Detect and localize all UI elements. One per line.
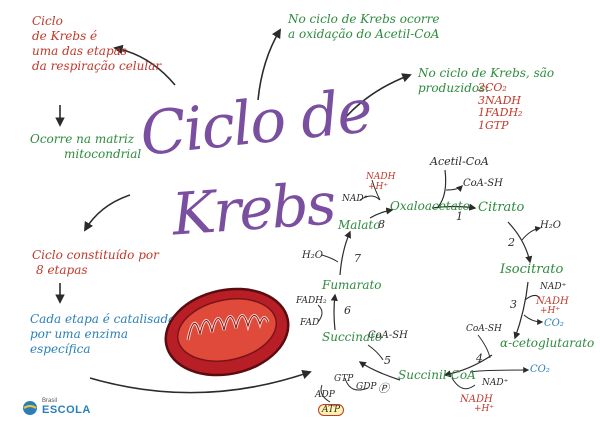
note-products-label: No ciclo de Krebs, são produzidos:	[418, 66, 554, 96]
label-oxaloacetato: Oxaloacetato	[390, 199, 470, 213]
note-steps: Ciclo constituído por 8 etapas	[32, 248, 159, 278]
cycle-arc-8	[369, 207, 394, 219]
label-acetil-coa: Acetil-CoA	[430, 155, 489, 168]
note-matrix-line: Ocorre na matriz	[30, 132, 135, 146]
label-nad-3: NAD⁺	[540, 282, 567, 292]
co2-loop-3	[523, 314, 544, 325]
cycle-arc-6	[330, 293, 338, 331]
note-intro-line: uma das etapas	[32, 44, 127, 58]
cycle-arc-7	[339, 230, 351, 276]
label-fadh2: FADH₂	[296, 296, 327, 306]
label-nad-4: NAD⁺	[482, 378, 509, 388]
cycle-arc-1	[431, 203, 477, 211]
note-enzyme-line: específica	[30, 342, 91, 356]
arrow-to-oxidation	[257, 28, 281, 101]
note-steps-line: 8 etapas	[36, 263, 88, 277]
globe-icon	[23, 401, 37, 415]
step-number-6: 6	[344, 304, 351, 317]
nad-loop-3	[524, 294, 541, 301]
note-intro: Ciclo de Krebs é uma das etapas da respi…	[32, 14, 161, 74]
gtp-loop	[344, 377, 369, 391]
label-malato: Malato	[338, 218, 381, 232]
note-matrix-line: mitocondrial	[64, 147, 142, 161]
nad-4-branch	[451, 377, 476, 390]
label-co2-4: CO₂	[530, 364, 550, 375]
product-item: 3NADH	[478, 93, 521, 107]
step-number-3: 3	[510, 298, 517, 311]
h2o-left-branch	[321, 254, 339, 263]
note-products-list: 2CO₂ 3NADH 1FADH₂ 1GTP	[478, 81, 523, 133]
step-number-8: 8	[378, 218, 385, 231]
note-enzyme-line: por uma enzima	[30, 327, 129, 341]
arrow-to-intro	[113, 44, 176, 86]
label-fad: FAD	[300, 318, 320, 328]
label-h-3: +H⁺	[540, 306, 561, 316]
label-isocitrato: Isocitrato	[500, 262, 564, 277]
label-coash-4: CoA-SH	[466, 324, 502, 334]
step-number-5: 5	[384, 354, 391, 367]
logo-top: Brasil	[42, 398, 58, 404]
coash-exit	[445, 185, 463, 193]
note-intro-line: da respiração celular	[32, 59, 162, 73]
label-citrato: Citrato	[478, 200, 525, 215]
note-matrix: Ocorre na matriz mitocondrial	[30, 132, 141, 162]
note-enzyme: Cada etapa é catalisada por uma enzima e…	[30, 312, 175, 357]
label-nadh-4: NADH	[460, 394, 493, 405]
note-products-line: produzidos:	[418, 81, 490, 95]
label-adp: ADP	[315, 390, 335, 400]
label-h-8: +H⁺	[368, 182, 389, 192]
label-pi: Ⓟ	[378, 382, 389, 395]
label-coash-top: CoA-SH	[463, 178, 503, 189]
nad-loop-8	[359, 179, 381, 201]
note-enzyme-line: Cada etapa é catalisada	[30, 312, 176, 326]
label-nadh-3: NADH	[536, 296, 569, 307]
mitochondrion-illustration	[164, 287, 290, 377]
label-atp: ATP	[318, 404, 345, 416]
note-products-line: No ciclo de Krebs, são	[418, 66, 555, 80]
label-alfa-cetoglutarato: α-cetoglutarato	[500, 336, 595, 350]
label-fumarato: Fumarato	[322, 278, 382, 292]
coash-5-branch	[367, 344, 384, 361]
label-co2-3: CO₂	[544, 318, 564, 329]
label-nad-8: NAD⁺	[342, 194, 369, 204]
h2o-right-branch	[521, 226, 542, 241]
fad-loop	[317, 304, 323, 323]
product-item: 1GTP	[478, 118, 509, 132]
cycle-arc-5	[358, 361, 401, 381]
label-succinato: Succinato	[322, 330, 383, 344]
label-gtp: GTP	[334, 374, 354, 384]
logo-name: ESCOLA	[42, 404, 91, 416]
title-line2: Krebs	[169, 169, 337, 249]
coash-4-branch	[477, 334, 491, 359]
arrow-to-cycle	[89, 369, 312, 394]
atp-loop	[320, 384, 331, 403]
note-oxidation: No ciclo de Krebs ocorre a oxidação do A…	[288, 12, 440, 42]
label-h2o-right: H₂O	[540, 220, 561, 231]
label-h-4: +H⁺	[474, 404, 495, 414]
arrow-to-products	[344, 73, 412, 119]
label-gdp: GDP	[356, 382, 377, 392]
co2-4-branch	[469, 367, 530, 374]
label-succinil-coa: Succinil-CoA	[398, 368, 476, 382]
note-intro-line: Ciclo	[32, 14, 63, 28]
product-item: 2CO₂	[478, 81, 507, 94]
step-number-7: 7	[354, 252, 361, 265]
note-oxidation-line: No ciclo de Krebs ocorre	[288, 12, 440, 26]
step-number-2: 2	[508, 236, 515, 249]
label-nadh-8: NADH	[366, 172, 396, 182]
note-intro-line: de Krebs é	[32, 29, 98, 43]
step-number-1: 1	[456, 210, 463, 223]
label-coash-5: CoA-SH	[368, 330, 408, 341]
note-oxidation-line: a oxidação do Acetil-CoA	[288, 27, 440, 41]
cycle-arc-3	[513, 281, 529, 340]
acetil-entry	[437, 169, 447, 208]
step-number-4: 4	[476, 352, 483, 365]
cycle-arc-4	[443, 354, 493, 378]
note-steps-line: Ciclo constituído por	[32, 248, 159, 262]
cycle-arc-2	[507, 221, 533, 264]
label-h2o-left: H₂O	[302, 250, 323, 261]
product-item: 1FADH₂	[478, 106, 523, 120]
arrow-to-steps	[84, 194, 131, 232]
